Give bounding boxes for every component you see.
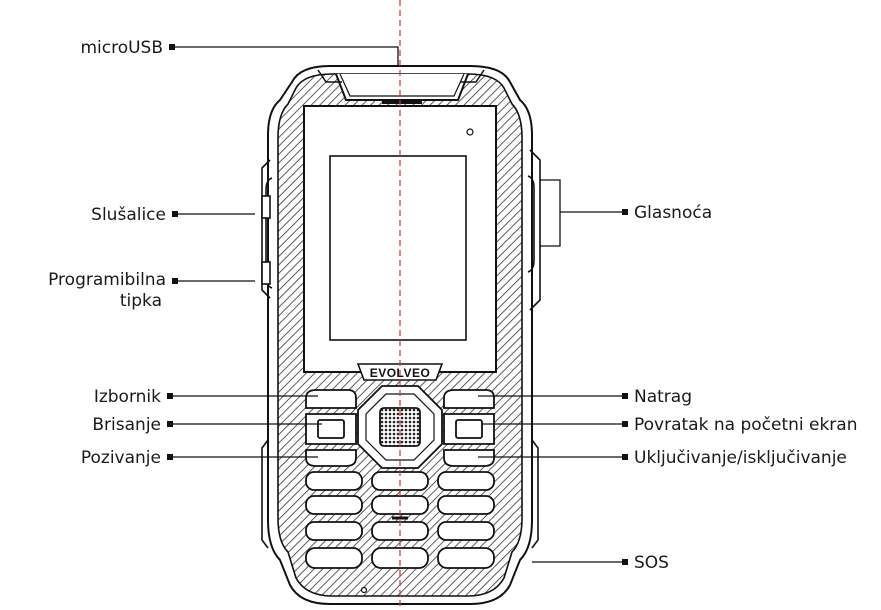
key-0[interactable] [371, 547, 429, 569]
label-power: Uključivanje/isključivanje [634, 448, 847, 468]
power-key[interactable] [443, 449, 495, 467]
label-delete: Brisanje [92, 415, 161, 435]
label-menu: Izbornik [94, 387, 161, 407]
label-volume: Glasnoća [634, 203, 712, 223]
key-1[interactable] [305, 471, 363, 491]
call-key[interactable] [305, 449, 357, 467]
right-soft-key[interactable] [443, 389, 495, 409]
key-7[interactable] [305, 521, 363, 541]
left-clear-key[interactable] [305, 413, 357, 445]
key-6[interactable] [437, 495, 495, 515]
labels-left: microUSB Slušalice Programibilna tipka I… [48, 38, 166, 468]
key-4[interactable] [305, 495, 363, 515]
label-headphones: Slušalice [91, 205, 166, 225]
right-home-key[interactable] [443, 413, 495, 445]
keypad [305, 385, 495, 594]
key-hash[interactable] [437, 547, 495, 569]
key-9[interactable] [437, 521, 495, 541]
callout-lines [167, 44, 628, 565]
label-back: Natrag [634, 387, 692, 407]
label-programmable-line2: tipka [120, 291, 162, 311]
label-home: Povratak na početni ekran [634, 415, 858, 435]
label-microusb: microUSB [80, 38, 163, 58]
key-3[interactable] [437, 471, 495, 491]
label-call: Pozivanje [81, 448, 161, 468]
label-sos: SOS [634, 553, 669, 573]
key-star[interactable] [305, 547, 363, 569]
side-buttons [261, 149, 541, 549]
front-camera-icon [466, 128, 474, 136]
microphone-icon [360, 586, 368, 594]
left-soft-key[interactable] [305, 389, 357, 409]
labels-right: Glasnoća Natrag Povratak na početni ekra… [634, 203, 858, 573]
label-programmable-line1: Programibilna [48, 270, 166, 290]
